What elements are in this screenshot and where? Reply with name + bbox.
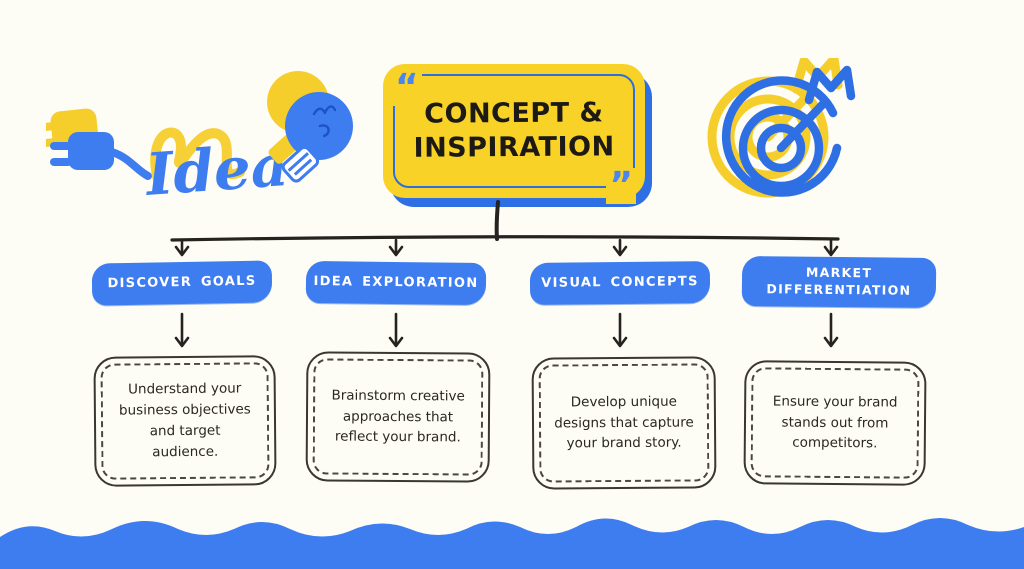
note-text: Brainstorm creative approaches that refl… [312, 358, 484, 476]
note-text: Understand your business objectives and … [100, 362, 270, 480]
note-visual-concepts: Develop unique designs that capture your… [531, 356, 717, 490]
pill-discover-goals: DISCOVER GOALS [91, 260, 273, 306]
idea-word: Idea [142, 131, 291, 209]
pill-market-differentiation: MARKET DIFFERENTIATION [741, 255, 937, 309]
note-text: Ensure your brand stands out from compet… [750, 367, 920, 479]
target-dart-art [703, 54, 865, 210]
title-card: “ ” CONCEPT & INSPIRATION [383, 63, 652, 207]
open-quote-icon: “ [392, 70, 422, 106]
pill-idea-exploration: IDEA EXPLORATION [305, 260, 487, 306]
idea-doodle: Idea [33, 60, 358, 212]
pill-visual-concepts: VISUAL CONCEPTS [529, 261, 711, 305]
note-text: Develop unique designs that capture your… [538, 363, 710, 483]
title-card-outline [393, 74, 635, 188]
page-title-line2: INSPIRATION [413, 131, 615, 164]
target-blue [722, 65, 856, 197]
yellow-scribble [150, 127, 245, 185]
title-card-face [383, 64, 645, 198]
wave-decoration [0, 518, 1024, 569]
pill-label: DISCOVER GOALS [107, 273, 257, 292]
note-market-differentiation: Ensure your brand stands out from compet… [743, 360, 927, 486]
target-dart-icon [707, 54, 856, 198]
pill-label: MARKET DIFFERENTIATION [766, 264, 912, 298]
plug-lightbulb-idea-art: Idea [33, 71, 353, 209]
page-title: CONCEPT & INSPIRATION [383, 63, 646, 199]
lightbulb-icon [281, 92, 353, 183]
page-title-line1: CONCEPT & [424, 97, 604, 130]
pill-label: VISUAL CONCEPTS [541, 274, 699, 292]
close-quote-icon: ” [606, 168, 636, 204]
pill-label: IDEA EXPLORATION [313, 274, 479, 292]
note-idea-exploration: Brainstorm creative approaches that refl… [305, 351, 491, 483]
note-discover-goals: Understand your business objectives and … [93, 355, 277, 487]
plug-icon [50, 132, 152, 180]
